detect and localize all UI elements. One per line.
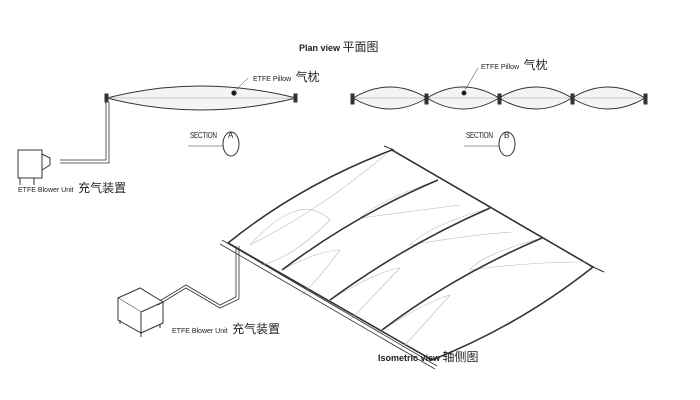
isometric-roof bbox=[219, 145, 605, 370]
section-b-pillows bbox=[350, 67, 648, 110]
section-a-blower-unit bbox=[17, 149, 51, 185]
section-a-marker bbox=[188, 131, 240, 157]
section-a-pillow bbox=[104, 77, 298, 111]
section-a-label: SECTION bbox=[190, 131, 217, 140]
isometric-view-title: Isometric view 轴侧图 bbox=[378, 350, 479, 364]
isometric-pipe bbox=[157, 246, 240, 309]
section-b-letter: B bbox=[504, 131, 510, 140]
section-a-letter: A bbox=[228, 131, 234, 140]
section-a-pillow-label: ETFE Pillow 气枕 bbox=[253, 70, 320, 84]
isometric-blower-label: ETFE Blower Unit 充气装置 bbox=[172, 322, 281, 336]
section-a-pipe bbox=[60, 102, 110, 164]
section-b-pillow-label: ETFE Pillow 气枕 bbox=[481, 58, 548, 72]
plan-view-title: Plan view 平面图 bbox=[299, 40, 379, 54]
section-b-marker bbox=[464, 131, 516, 157]
isometric-blower-unit bbox=[116, 287, 165, 337]
section-b-label: SECTION bbox=[466, 131, 493, 140]
section-a-blower-label: ETFE Blower Unit 充气装置 bbox=[18, 181, 127, 195]
